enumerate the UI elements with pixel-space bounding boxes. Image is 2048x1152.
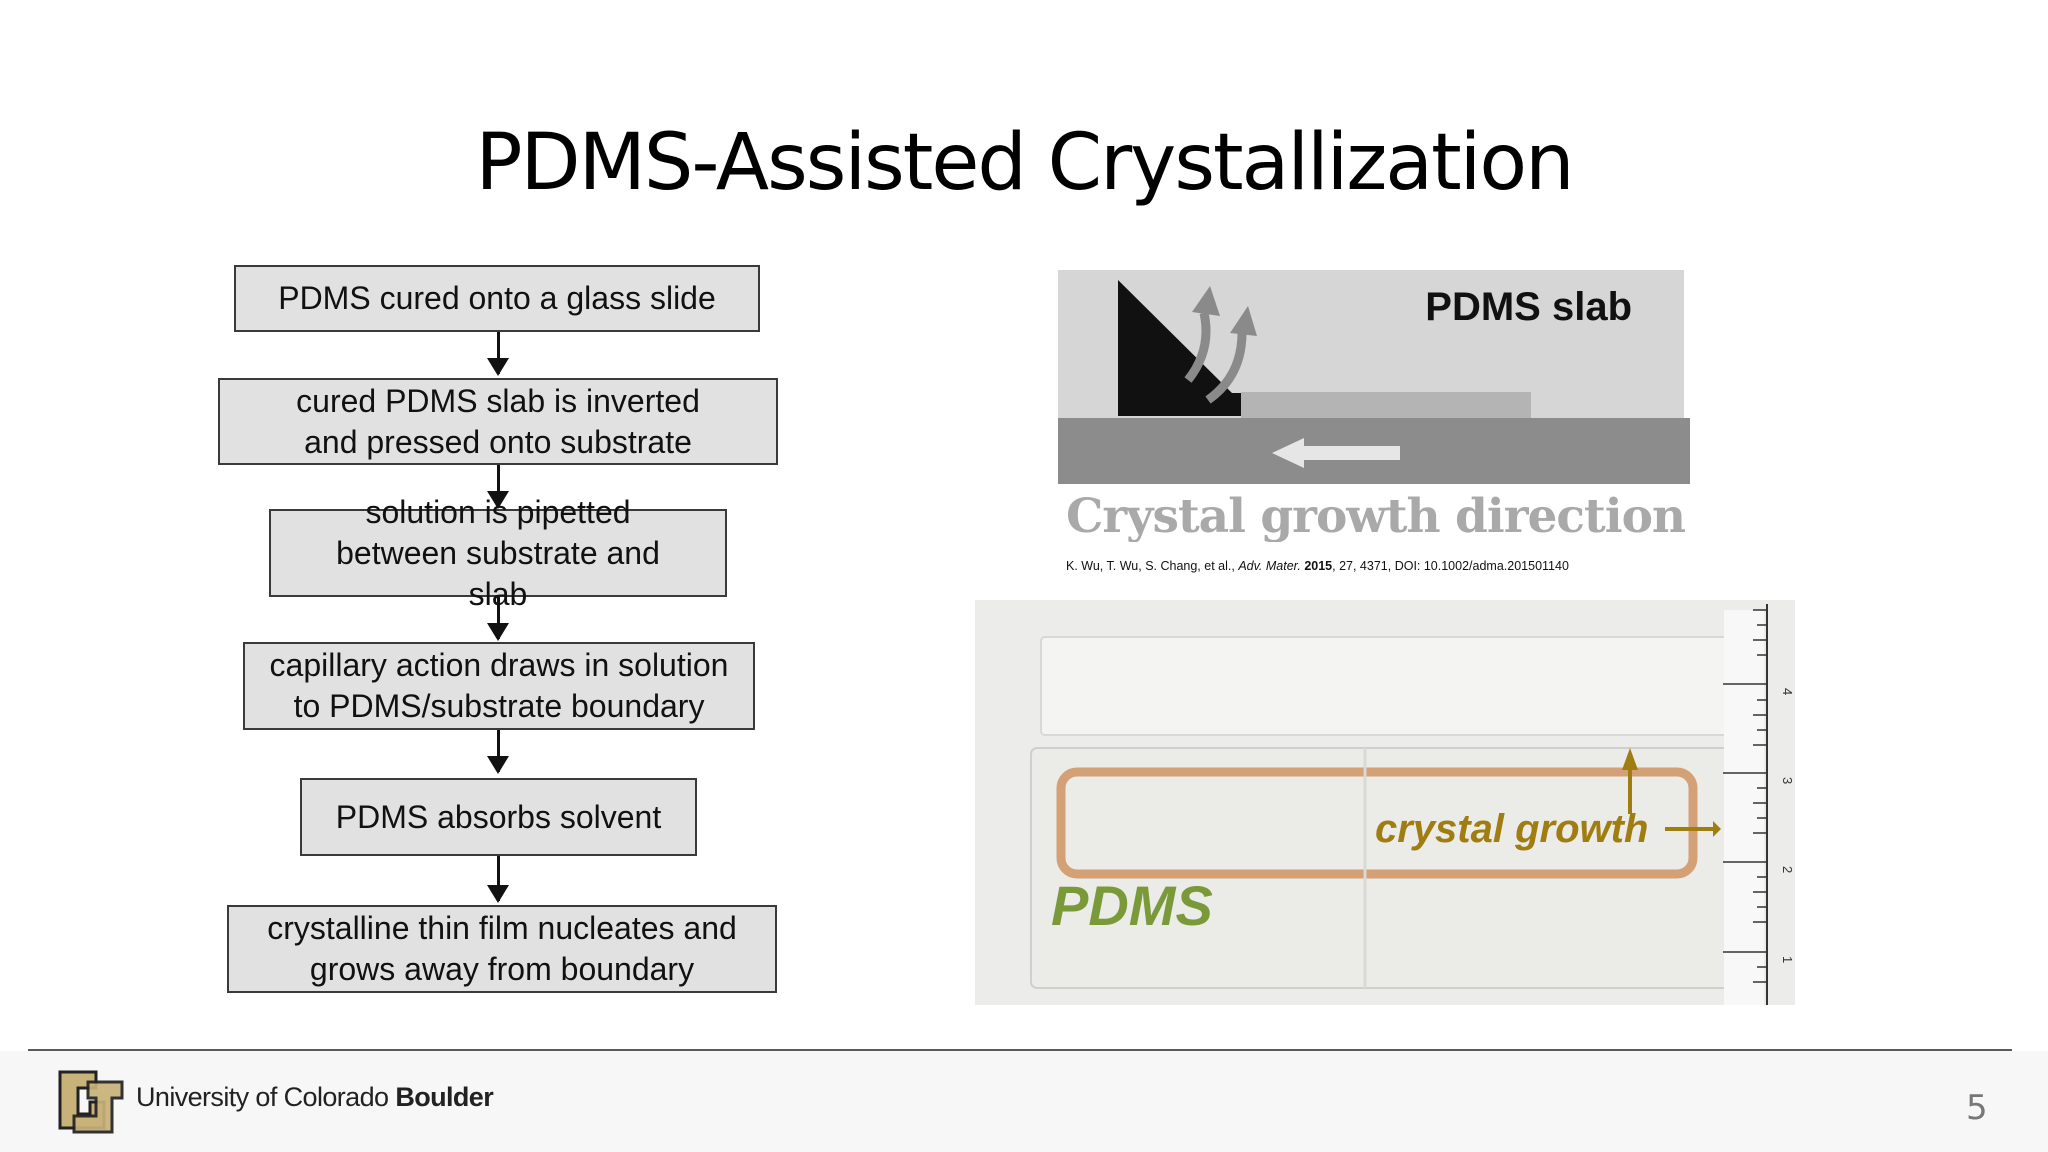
flow-step-4-text: capillary action draws in solution to PD… [269, 647, 729, 724]
ruler-label-1: 1 [1780, 956, 1795, 963]
direction-label: Crystal growth direction [1066, 489, 1686, 542]
flow-step-1-text: PDMS cured onto a glass slide [278, 280, 716, 316]
flow-step-5-text: PDMS absorbs solvent [335, 798, 662, 835]
cu-logo-icon [58, 1070, 124, 1134]
ruler-label-4: 4 [1780, 688, 1795, 695]
direction-arrow-icon [1272, 438, 1400, 468]
pdms-photo-label: PDMS [1051, 874, 1213, 937]
meniscus-shape [1118, 280, 1302, 416]
citation-authors: K. Wu, T. Wu, S. Chang, et al., [1066, 559, 1239, 573]
vapor-arrow-2-icon [1205, 332, 1247, 404]
university-name: University of Colorado Boulder [136, 1082, 494, 1113]
citation-details: , 27, 4371, DOI: 10.1002/adma.201501140 [1332, 559, 1569, 573]
footer-divider [28, 1049, 2012, 1051]
citation-journal: Adv. Mater. [1238, 559, 1301, 573]
flow-arrow-4 [487, 730, 509, 774]
ruler-shape [1724, 610, 1764, 1005]
vapor-arrow-1-icon [1184, 312, 1211, 383]
crystal-film-ring-shape [1056, 767, 1698, 879]
flow-step-3: solution is pipetted between substrate a… [269, 494, 727, 612]
glass-slide-shape [1040, 636, 1732, 736]
flow-step-2: cured PDMS slab is inverted and pressed … [218, 378, 778, 465]
crystal-film-shape [1241, 392, 1531, 418]
citation: K. Wu, T. Wu, S. Chang, et al., Adv. Mat… [1066, 559, 1569, 573]
flow-step-6: crystalline thin film nucleates and grow… [227, 905, 777, 993]
flow-step-5: PDMS absorbs solvent [300, 778, 697, 856]
crystal-growth-diagram: PDMS slab Crystal growth direction [1052, 268, 1692, 542]
ruler-label-3: 3 [1780, 777, 1795, 784]
ruler-label-2: 2 [1780, 866, 1795, 873]
flow-step-6-text: crystalline thin film nucleates and grow… [267, 910, 737, 987]
flow-arrow-3 [487, 597, 509, 641]
pdms-slab-label: PDMS slab [1425, 285, 1632, 329]
flow-step-1: PDMS cured onto a glass slide [234, 265, 760, 332]
footer-band [0, 1051, 2048, 1152]
slide-title: PDMS-Assisted Crystallization [475, 118, 1574, 208]
flow-step-4: capillary action draws in solution to PD… [243, 642, 755, 730]
page-number: 5 [1966, 1088, 1988, 1128]
flow-step-3-text: solution is pipetted between substrate a… [336, 493, 660, 612]
flow-step-2-text: cured PDMS slab is inverted and pressed … [296, 382, 700, 460]
crystal-growth-label: crystal growth [1375, 807, 1648, 851]
citation-year: 2015 [1304, 559, 1333, 573]
flow-arrow-2 [487, 465, 509, 509]
ruler-ticks [1723, 609, 1767, 983]
pdms-photo: 4 3 2 1 crystal growth PDMS [975, 600, 1795, 1005]
flow-arrow-1 [487, 332, 509, 376]
university-name-text: University of Colorado [136, 1082, 396, 1112]
flow-arrow-5 [487, 856, 509, 903]
university-campus: Boulder [395, 1082, 494, 1112]
